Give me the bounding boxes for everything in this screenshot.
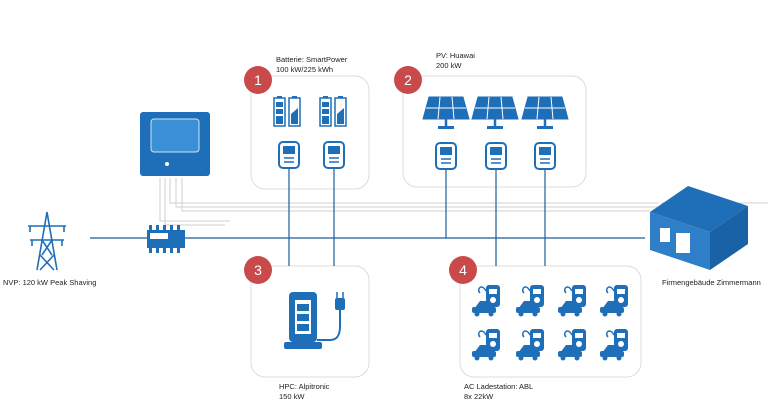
badge-pv: 2 [394,66,422,94]
hpc-title: HPC: Alpitronic [279,382,330,391]
badge-ac: 4 [449,256,477,284]
battery-title: Batterie: SmartPower [276,55,348,64]
meter-icon [485,142,507,170]
grid-title: NVP: 120 kW Peak Shaving [3,278,97,287]
battery-subtitle: 100 kW/225 kWh [276,65,334,74]
badge-hpc: 3 [244,256,272,284]
pv-subtitle: 200 kW [436,61,462,70]
badge-battery: 1 [244,66,272,94]
pylon-icon [28,211,66,271]
ac-title: AC Ladestation: ABL [464,382,534,391]
building-title: Firmengebäude Zimmermann [662,278,761,287]
hpc-subtitle: 150 kW [279,392,305,401]
factory-icon [650,179,748,270]
meter-icon [534,142,556,170]
meter-icon [435,142,457,170]
solar-panel-icon [421,95,570,131]
meter-icon [147,225,185,253]
meter-icon [278,141,300,169]
pv-title: PV: Huawai [436,51,475,60]
ac-subtitle: 8x 22kW [464,392,494,401]
hpc-charger-icon [284,292,345,349]
meter-icon [323,141,345,169]
energy-manager-icon [140,112,210,176]
